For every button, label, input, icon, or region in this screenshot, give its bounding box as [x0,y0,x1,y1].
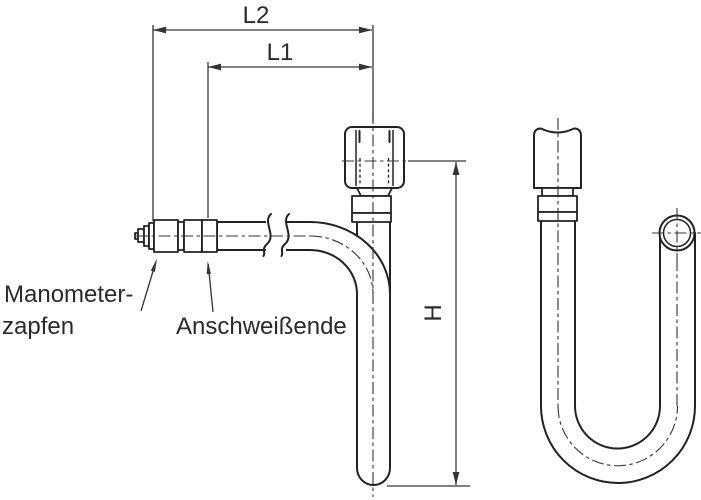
l2-label: L2 [243,2,270,29]
dimension-h: H [342,160,470,487]
union-nut-body [344,126,405,189]
tube-body [216,221,391,486]
nut-cylinder [351,195,392,214]
dimension-l1: L1 [207,39,372,218]
centerlines-front [136,112,374,497]
callout-manometer-stub: Manometer- zapfen [2,258,157,340]
nut-neck [356,187,393,197]
manometer-label-line1: Manometer- [4,281,133,308]
union-nut-front [344,126,405,223]
view-front [134,112,405,497]
view-side [533,118,701,484]
weld-end-label: Anschweißende [176,313,347,340]
l1-label: L1 [267,39,294,66]
centerlines-side [557,118,701,467]
manometer-label-line2: zapfen [2,313,74,340]
h-label: H [420,304,447,321]
pipe-break-symbol [262,213,290,257]
nut-knurl [351,212,392,223]
dimension-l2: L2 [152,2,374,221]
callout-weld-end: Anschweißende [176,261,347,340]
u-tube-inner [574,220,661,450]
u-tube-outer [540,220,696,484]
